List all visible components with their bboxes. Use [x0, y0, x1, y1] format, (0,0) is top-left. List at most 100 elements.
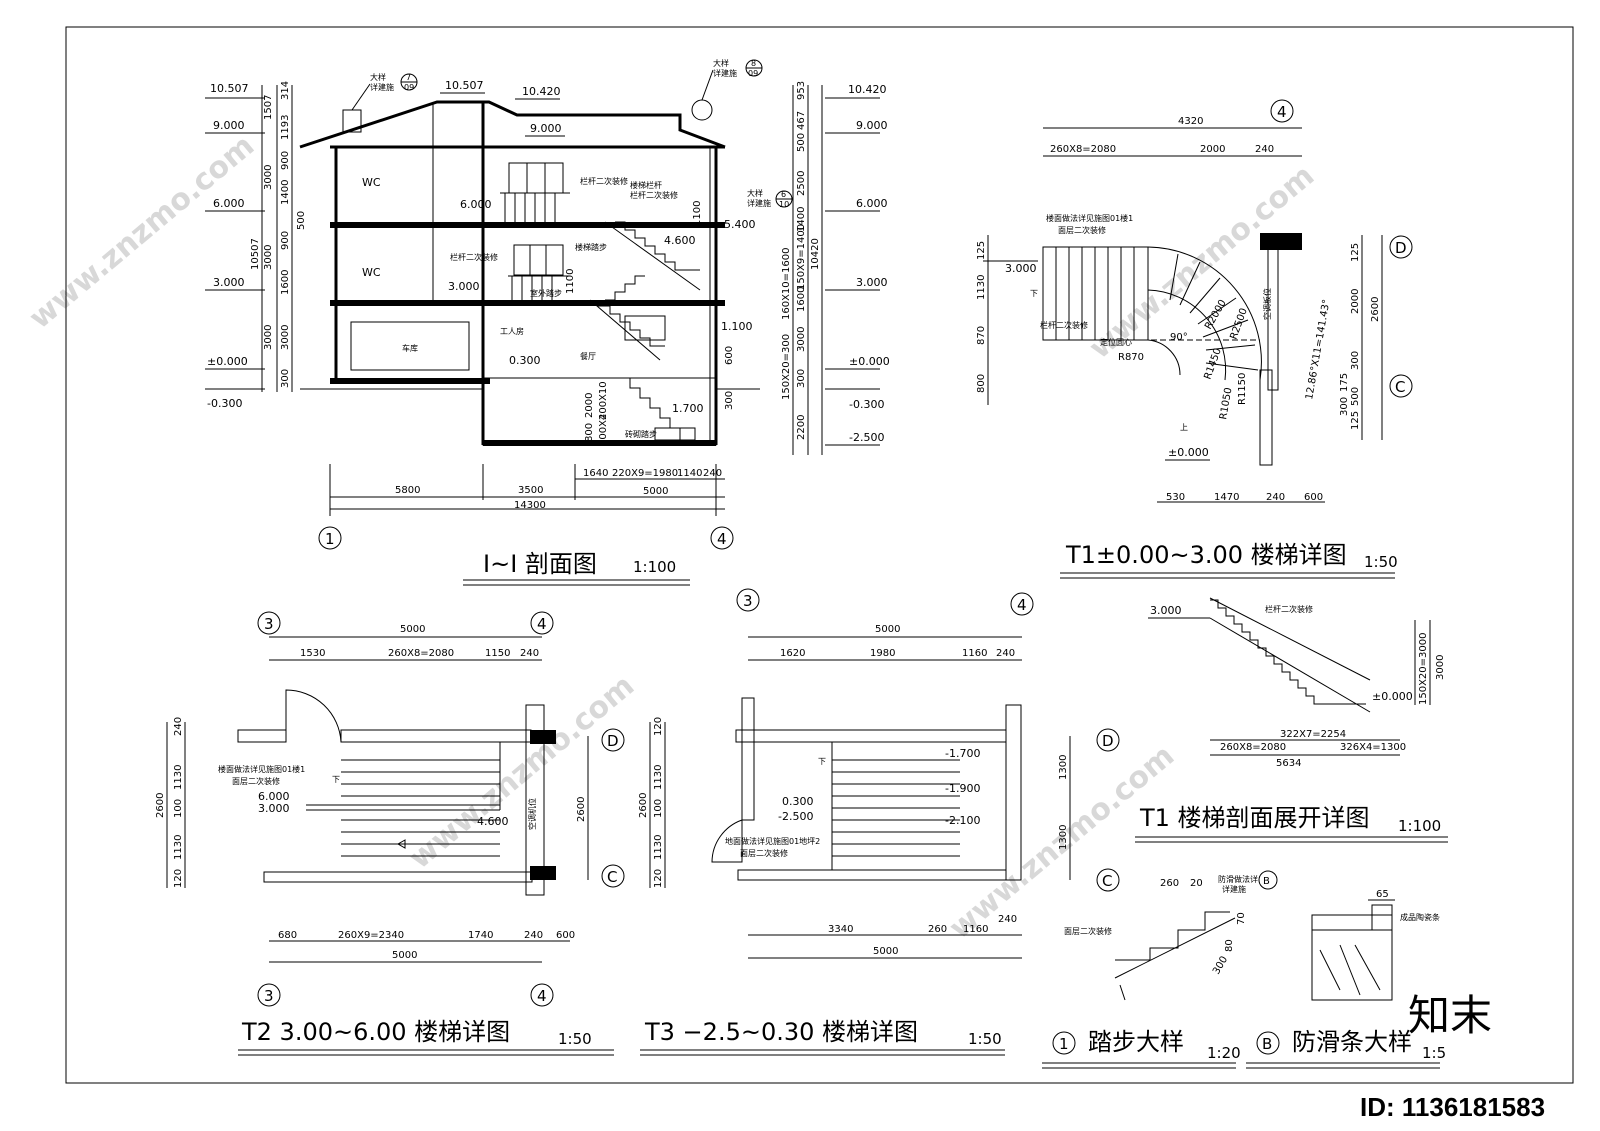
note-text: 面层二次装修	[1058, 225, 1106, 235]
dim-text: 240	[524, 930, 543, 941]
level-label: -1.900	[945, 782, 980, 795]
dim-text: 5000	[400, 624, 425, 635]
dim-text: 1150	[485, 648, 510, 659]
dim-text: 1300	[1058, 825, 1069, 850]
dim-text: 240	[996, 648, 1015, 659]
left-levels: 10.507 9.000 6.000 3.000 ±0.000 -0.300	[205, 82, 265, 410]
dim-text: 200X10	[598, 381, 609, 420]
detail-badge	[1052, 1031, 1076, 1055]
dim-text: 1140	[677, 468, 702, 479]
level-label: 4.600	[477, 815, 509, 828]
callout-sub: 详建施	[370, 82, 394, 92]
dim-text: 14300	[514, 500, 546, 511]
level-label: -2.500	[849, 431, 884, 444]
note-text: 上	[1180, 423, 1188, 432]
level-label: 3.000	[856, 276, 888, 289]
t2-scale: 1:50	[558, 1030, 592, 1048]
watermark-text: www.znzmo.com	[1083, 158, 1321, 366]
level-label: 4.600	[664, 234, 696, 247]
level-label: 5.400	[724, 218, 756, 231]
dim-text: 1300	[1058, 755, 1069, 780]
dim-text: 1640	[583, 468, 608, 479]
dim-text: 1130	[976, 275, 987, 300]
dim-text: 125	[1350, 411, 1361, 430]
grid-bubble	[1096, 728, 1120, 752]
dim-text: 3500	[518, 485, 543, 496]
dim-text: 2000	[1200, 144, 1225, 155]
dim-text: 120	[653, 717, 664, 736]
callout-num: 6	[781, 190, 786, 199]
level-label: 6.000	[856, 197, 888, 210]
grid-bubble	[530, 611, 554, 635]
dim-text: 125	[1350, 243, 1361, 262]
level-label: 9.000	[213, 119, 245, 132]
level-label: -2.500	[778, 810, 813, 823]
dim-text: 5000	[643, 486, 668, 497]
dim-text: 100	[173, 799, 184, 818]
dim-text: 70	[1236, 912, 1247, 925]
dim-text: 2000	[584, 393, 595, 418]
note-text: 栏杆二次装修	[630, 190, 678, 200]
grid-bubble	[710, 526, 734, 550]
dim-text: 4320	[1178, 116, 1203, 127]
dim-text: 100	[653, 799, 664, 818]
dim-text: 3340	[828, 924, 853, 935]
dim-text: 2500	[796, 171, 807, 196]
note-text: 地面做法详见施图01地坪2	[725, 836, 820, 846]
antislip-title: 防滑条大样	[1292, 1028, 1412, 1056]
dim-text: 800	[584, 423, 595, 442]
callout-label: 大样	[747, 188, 763, 198]
level-label: -0.300	[207, 397, 242, 410]
note-text: 栏杆二次装修	[1040, 320, 1088, 330]
level-label: 10.507	[445, 79, 484, 92]
room-label: WC	[362, 176, 381, 189]
dim-text: 10420	[810, 238, 821, 270]
step-title: 踏步大样	[1088, 1028, 1184, 1056]
dim-text: 530	[1166, 492, 1185, 503]
dim-text: 1130	[653, 765, 664, 790]
grid-bubble	[530, 983, 554, 1007]
grid-label: C	[607, 868, 617, 886]
grid-bubble	[1389, 374, 1413, 398]
dim-text: 1980	[870, 648, 895, 659]
note-text: 栏杆二次装修	[1265, 604, 1313, 614]
dim-text: 600	[556, 930, 575, 941]
dim-text: 65	[1376, 889, 1389, 900]
grid-label: D	[1395, 239, 1407, 257]
level-label: 3.000	[258, 802, 290, 815]
grid-label: 4	[1277, 103, 1287, 121]
grid-bubble	[601, 864, 625, 888]
t1-unfold-section: 3.000 栏杆二次装修 ±0.000 150X20=3000 3000 322…	[1135, 597, 1448, 843]
dim-text: 150X9=1400	[796, 224, 807, 290]
level-label: 9.000	[856, 119, 888, 132]
room-label: 餐厅	[580, 352, 596, 361]
dim-text: 2200	[796, 415, 807, 440]
watermark-layer: www.znzmo.com www.znzmo.com www.znzmo.co…	[23, 128, 1321, 946]
dim-text: 900	[280, 231, 291, 250]
level-label: 10.420	[522, 85, 561, 98]
step-detail: 260 20 80 70 300 防滑做法详 详建施 面层二次装修 B 1 踏步…	[1042, 870, 1278, 1069]
dim-text: 240	[520, 648, 539, 659]
dim-text: 1160	[962, 648, 987, 659]
level-label: 6.000	[460, 198, 492, 211]
radius-text: R2000	[1203, 298, 1229, 332]
t3-stair-plan: 3 4 5000 1620 1980 1160 240 下 -1.700 -1.…	[638, 588, 1120, 1056]
note-text: 防滑做法详	[1218, 874, 1258, 884]
grid-bubble	[257, 611, 281, 635]
dim-text: 3000	[263, 325, 274, 350]
dim-text: 1530	[300, 648, 325, 659]
grid-label: 4	[1017, 596, 1027, 614]
t1-title: T1±0.00~3.00 楼梯详图	[1065, 541, 1347, 569]
dim-text: 300	[1339, 397, 1350, 416]
grid-label: 4	[717, 530, 727, 548]
dim-text: 1470	[1214, 492, 1239, 503]
dim-text: 322X7=2254	[1280, 729, 1346, 740]
level-label: -1.700	[945, 747, 980, 760]
note-text: 成品陶瓷条	[1400, 912, 1440, 922]
dim-text: 5000	[873, 946, 898, 957]
dim-text: 1400	[280, 180, 291, 205]
grid-bubble	[601, 728, 625, 752]
dim-text: 1160	[963, 924, 988, 935]
angle-text: 12.86°X11=141.43°	[1304, 299, 1332, 401]
